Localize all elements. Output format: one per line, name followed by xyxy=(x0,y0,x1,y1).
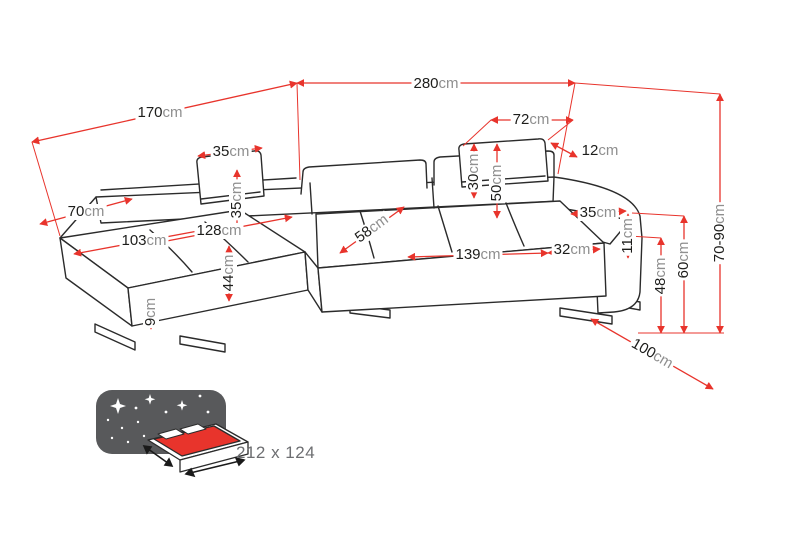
dimension-unit: cm xyxy=(675,241,692,262)
dimension-value: 12 xyxy=(581,142,599,159)
dimension-value: 70 xyxy=(67,203,85,220)
dimension-unit: cm xyxy=(488,164,505,185)
dim-label-139cm: 139cm xyxy=(453,246,503,263)
dim-label-70-90cm: 70-90cm xyxy=(711,201,728,265)
dimension-value: 35 xyxy=(212,143,230,160)
dimension-value: 35 xyxy=(579,204,597,221)
dim-label-50cm: 50cm xyxy=(488,162,505,204)
dimension-unit: cm xyxy=(146,232,167,249)
stars xyxy=(106,394,210,444)
dimension-unit: cm xyxy=(652,257,669,278)
dim-label-48cm: 48cm xyxy=(652,255,669,297)
dimension-unit: cm xyxy=(228,181,245,202)
dim-label-103cm: 103cm xyxy=(119,232,169,249)
dimension-value: 72 xyxy=(512,111,530,128)
dimension-unit: cm xyxy=(465,153,482,174)
dim-label-170cm: 170cm xyxy=(135,104,185,121)
dimension-value: 139 xyxy=(455,246,481,263)
dimension-value: 70-90 xyxy=(711,223,728,263)
dimension-unit: cm xyxy=(162,104,183,121)
dimension-value: 280 xyxy=(413,75,439,92)
dim-label-11cm: 11cm xyxy=(619,216,636,256)
dimension-unit: cm xyxy=(711,203,728,224)
dimension-value: 44 xyxy=(220,274,237,292)
bed-size-arrows xyxy=(142,445,246,478)
sleeping-area-size: 212 x 124 xyxy=(236,443,316,462)
dim-label-44cm: 44cm xyxy=(220,252,237,294)
dimension-unit: cm xyxy=(529,111,550,128)
dimension-unit: cm xyxy=(480,246,501,263)
dimension-unit: cm xyxy=(598,142,619,159)
dimension-unit: cm xyxy=(229,143,250,160)
dimension-value: 48 xyxy=(652,277,669,295)
dim-label-35cm-pillow: 35cm xyxy=(210,143,252,160)
dimension-value: 9 xyxy=(142,317,159,327)
dimension-unit: cm xyxy=(596,204,617,221)
dimension-value: 170 xyxy=(137,104,163,121)
dimension-unit: cm xyxy=(619,218,636,239)
dimension-unit: cm xyxy=(438,75,459,92)
dimension-unit: cm xyxy=(84,203,105,220)
dim-label-280cm: 280cm xyxy=(411,75,461,92)
dimension-value: 103 xyxy=(121,232,147,249)
dim-label-35cm-armrest: 35cm xyxy=(577,204,619,221)
dimension-unit: cm xyxy=(221,222,242,239)
dimension-value: 30 xyxy=(465,173,482,191)
dim-label-128cm: 128cm xyxy=(194,222,244,239)
dim-label-9cm: 9cm xyxy=(142,295,159,329)
dimension-value: 32 xyxy=(553,241,571,258)
dim-label-12cm: 12cm xyxy=(579,142,621,159)
dimension-value: 128 xyxy=(196,222,222,239)
dim-label-72cm: 72cm xyxy=(510,111,552,128)
dimension-unit: cm xyxy=(570,241,591,258)
dimension-value: 60 xyxy=(675,261,692,279)
dimension-unit: cm xyxy=(142,297,159,318)
dim-label-35cm-back: 35cm xyxy=(228,179,245,221)
dimension-value: 50 xyxy=(488,184,505,202)
dimension-value: 35 xyxy=(228,201,245,219)
dim-label-32cm: 32cm xyxy=(551,241,593,258)
dimension-unit: cm xyxy=(220,254,237,275)
dim-label-70cm: 70cm xyxy=(65,203,107,220)
dim-label-60cm: 60cm xyxy=(675,239,692,281)
sofa-bed-night-icon xyxy=(96,390,249,478)
dim-label-30cm: 30cm xyxy=(465,151,482,193)
dimension-value: 11 xyxy=(619,238,636,254)
fold-out-bed xyxy=(147,423,249,473)
